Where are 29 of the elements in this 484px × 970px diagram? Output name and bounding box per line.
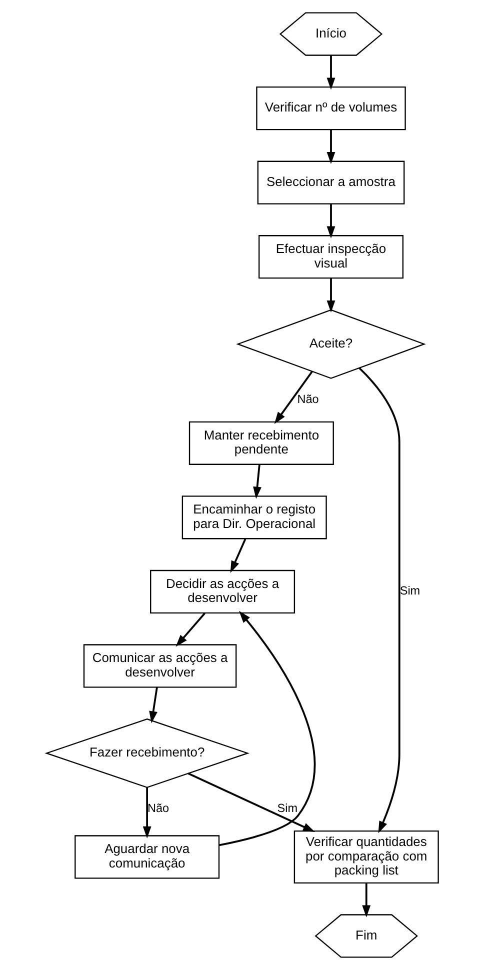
- node-box: Decidir as acções a desenvolver: [150, 570, 295, 614]
- node-box: Efectuar inspecção visual: [258, 235, 403, 279]
- edge-label: Sim: [399, 584, 420, 598]
- arrow: [326, 204, 335, 238]
- edge-label: Não: [296, 393, 318, 406]
- arrow: [274, 371, 312, 424]
- arrow: [187, 772, 315, 832]
- arrow: [230, 538, 246, 573]
- edge-label: Não: [146, 802, 169, 816]
- node-box: Seleccionar a amostra: [256, 160, 404, 204]
- node-box: Encaminhar o registo para Dir. Operacional: [181, 496, 326, 540]
- node-box: Manter recebimento pendente: [188, 421, 334, 465]
- arrow: [148, 687, 158, 724]
- arrow: [218, 610, 316, 846]
- node-box: Verificar quantidades por comparação com packing list: [293, 830, 438, 884]
- node-diamond: Aceite?: [236, 309, 426, 379]
- node-box: Verificar nº de volumes: [256, 86, 406, 130]
- node-box: Aguardar nova comunicação: [74, 835, 220, 879]
- arrow: [326, 56, 335, 90]
- edge-label: Sim: [276, 802, 298, 816]
- arrow: [175, 612, 205, 647]
- arrow: [326, 278, 335, 313]
- arrow: [358, 367, 400, 834]
- arrow: [326, 130, 335, 164]
- node-box: Comunicar as acções a desenvolver: [82, 644, 236, 688]
- node-diamond: Fazer recebimento?: [44, 718, 249, 788]
- arrow: [142, 788, 151, 838]
- arrow: [362, 883, 370, 918]
- arrow: [252, 464, 261, 499]
